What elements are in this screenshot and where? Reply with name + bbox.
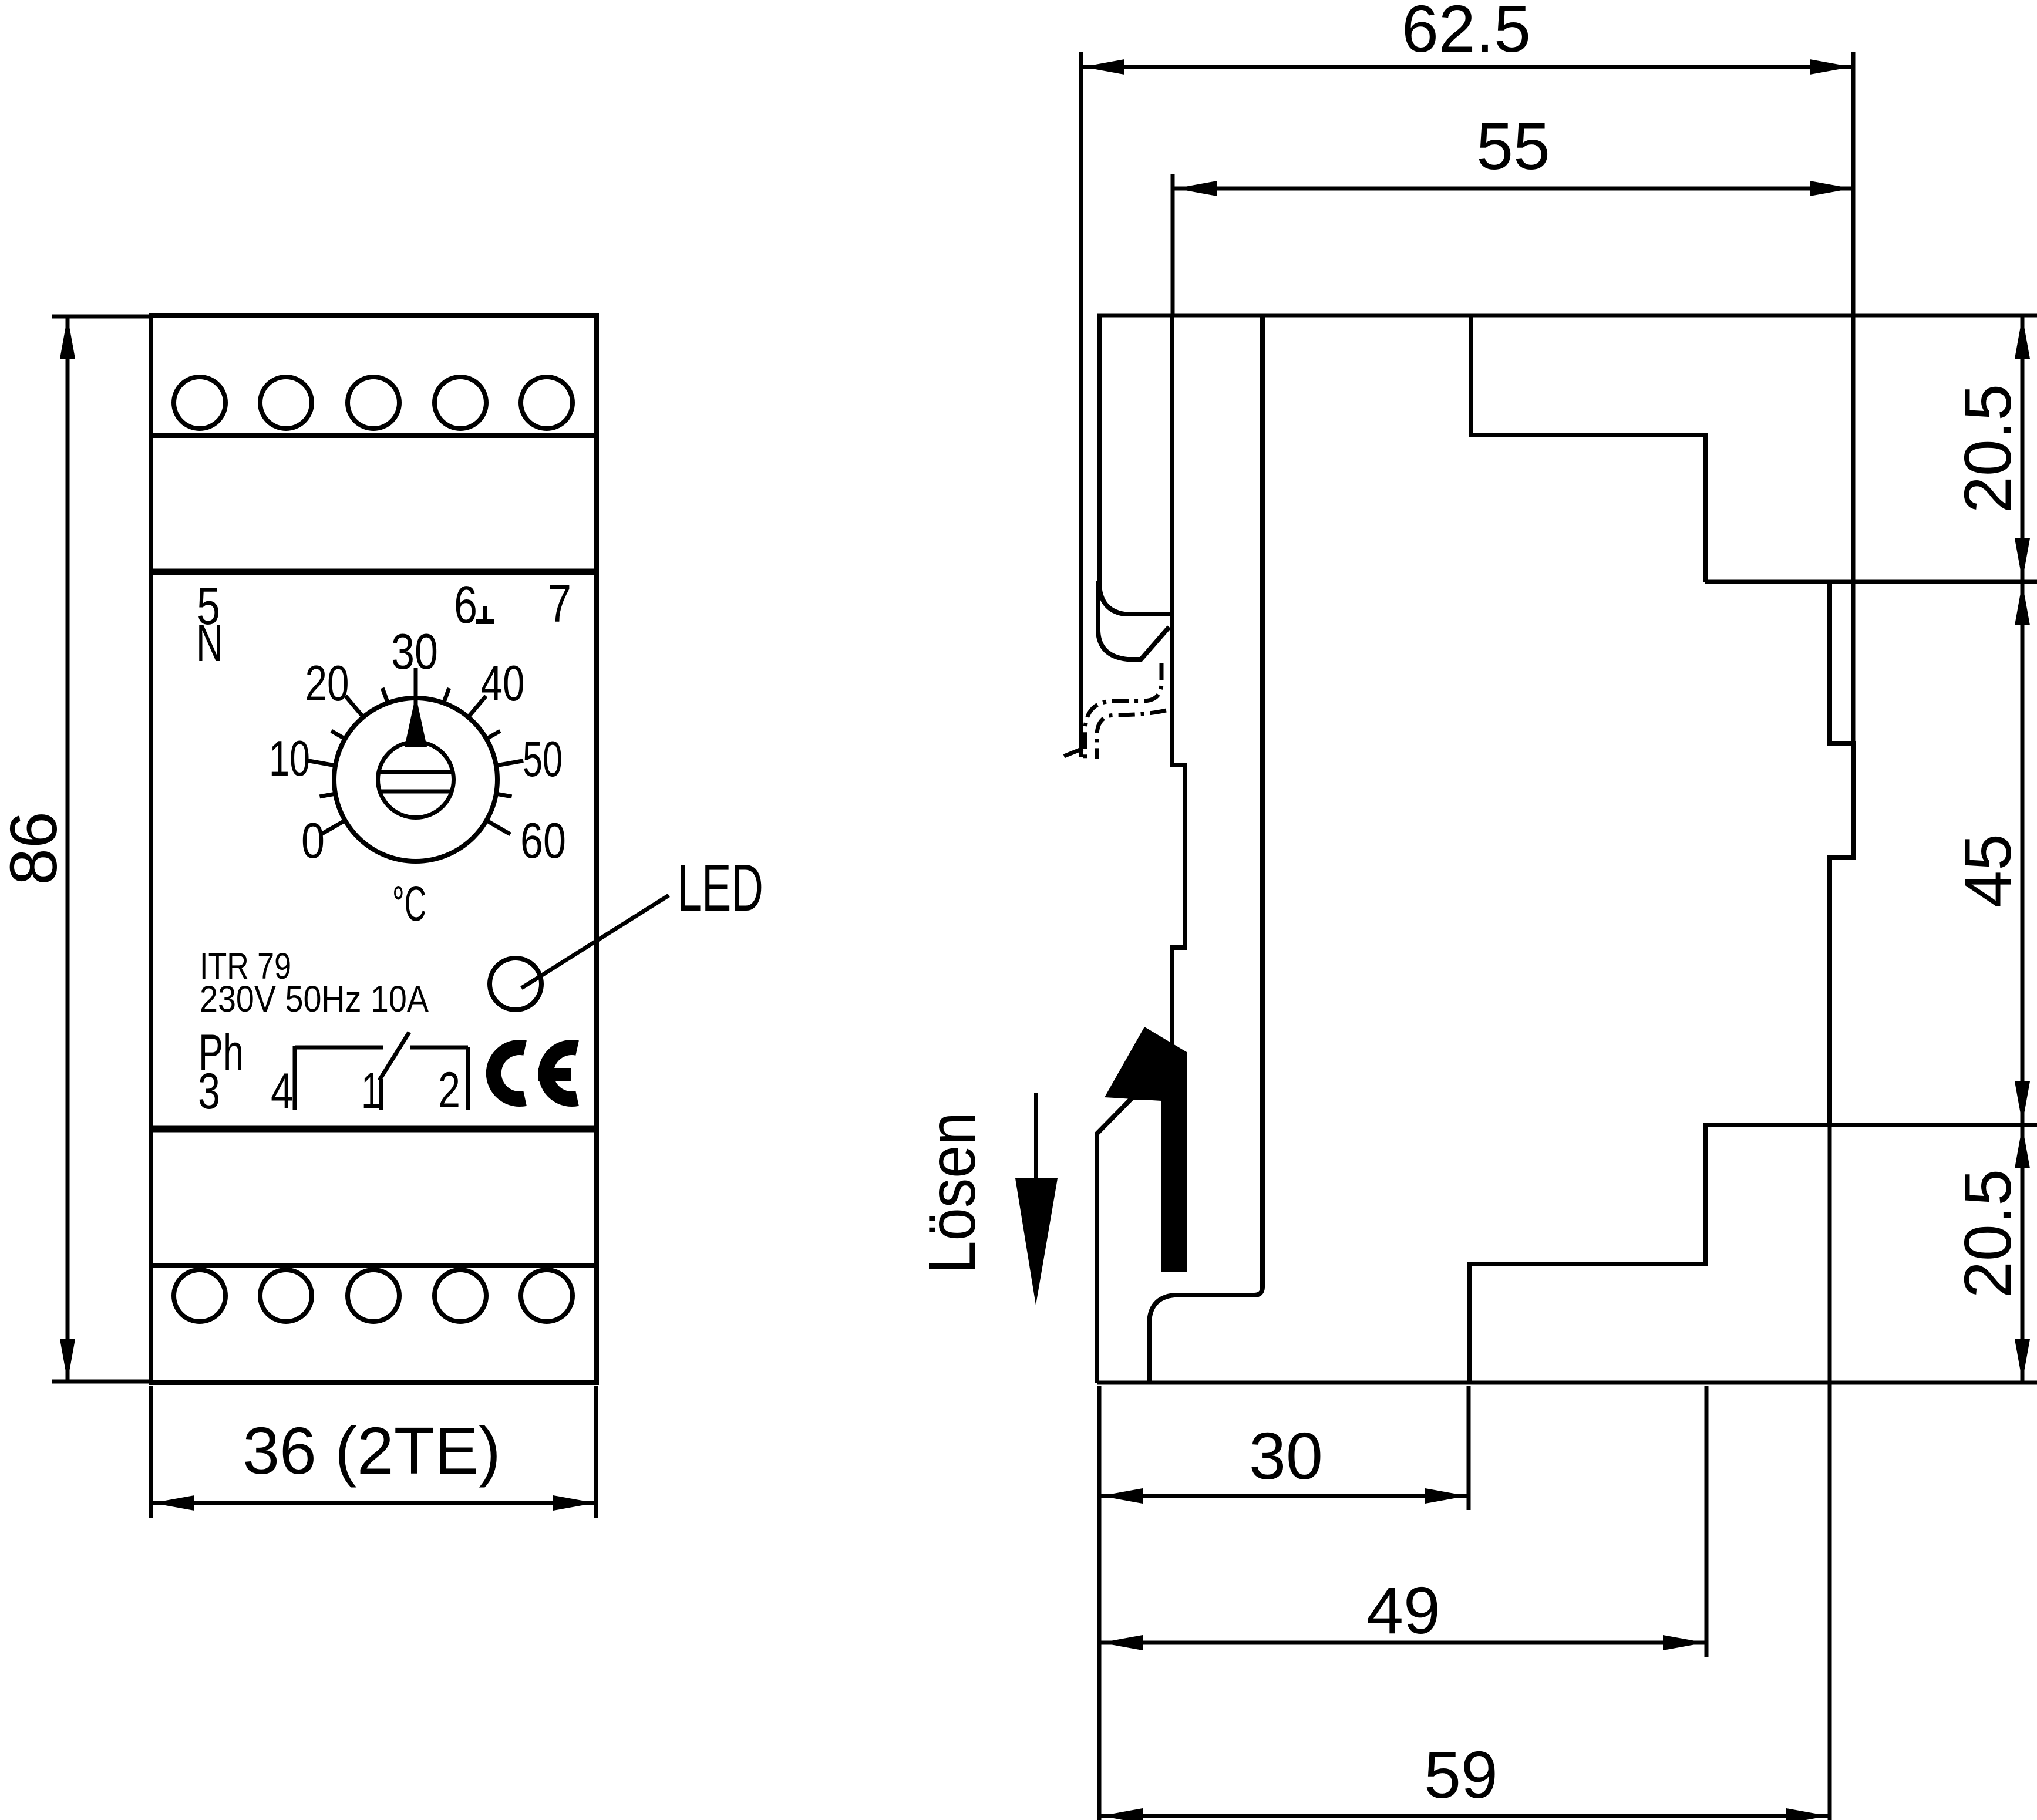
svg-text:ITR 79: ITR 79	[200, 946, 291, 987]
svg-text:59: 59	[1424, 1738, 1498, 1812]
svg-text:LED: LED	[677, 851, 763, 925]
svg-text:6: 6	[454, 576, 477, 635]
svg-text:49: 49	[1366, 1573, 1440, 1647]
svg-text:°C: °C	[392, 876, 426, 931]
svg-text:Lösen: Lösen	[915, 1113, 989, 1274]
svg-text:7: 7	[548, 575, 571, 633]
svg-text:20.5: 20.5	[1951, 384, 2025, 513]
svg-text:62.5: 62.5	[1402, 0, 1531, 66]
svg-text:30: 30	[1249, 1419, 1323, 1493]
svg-text:20.5: 20.5	[1951, 1169, 2025, 1298]
svg-text:20: 20	[305, 656, 349, 712]
svg-text:230V 50Hz 10A: 230V 50Hz 10A	[200, 979, 429, 1020]
svg-text:0: 0	[301, 813, 325, 869]
svg-text:55: 55	[1476, 109, 1550, 183]
svg-text:86: 86	[0, 811, 70, 885]
svg-text:40: 40	[481, 656, 525, 712]
svg-text:2: 2	[438, 1062, 460, 1118]
svg-text:4: 4	[271, 1063, 293, 1120]
svg-text:10: 10	[269, 731, 310, 787]
svg-text:Ph: Ph	[198, 1024, 244, 1081]
svg-text:N: N	[196, 614, 223, 673]
svg-text:30: 30	[391, 624, 438, 680]
svg-text:1: 1	[361, 1063, 381, 1119]
svg-text:60: 60	[520, 813, 566, 869]
svg-text:5: 5	[197, 577, 220, 636]
svg-text:45: 45	[1951, 834, 2025, 908]
svg-text:50: 50	[523, 732, 563, 787]
svg-text:3: 3	[198, 1063, 220, 1120]
svg-text:36 (2TE): 36 (2TE)	[243, 1414, 501, 1488]
